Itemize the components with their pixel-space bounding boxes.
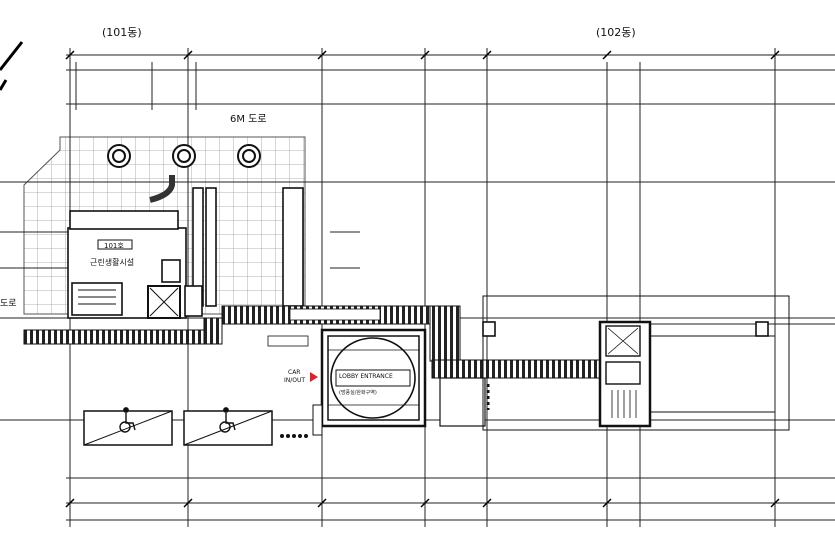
room-number-label: 101호 <box>104 242 124 250</box>
parking-stalls <box>83 410 273 446</box>
ramp-box-label: LOBBY ENTRANCE <box>339 373 393 380</box>
building-102-label: (102동) <box>596 26 636 39</box>
wheelchair-icon <box>119 407 136 433</box>
ramp-structure <box>267 328 427 436</box>
boundary-wall <box>23 305 461 362</box>
car-label-line1: CAR <box>288 369 301 376</box>
bollard-dots <box>280 434 308 438</box>
north-arrow-icon <box>0 41 24 91</box>
dimension-ticks <box>65 50 780 508</box>
wheelchair-icon <box>219 407 236 433</box>
ramp-sub-label: (방풍실/완화구역) <box>339 390 377 396</box>
car-label-line2: IN/OUT <box>284 377 306 384</box>
connector-corridor <box>431 359 601 427</box>
car-inout-arrow-icon <box>310 372 318 382</box>
left-road-label: 도로 <box>0 299 17 309</box>
building-102-block <box>482 295 790 431</box>
building-101-label: (101동) <box>102 26 142 39</box>
top-road-label: 6M 도로 <box>230 114 267 125</box>
building-101-block <box>67 175 304 319</box>
room-name-label: 근린생활시설 <box>90 258 135 267</box>
tree-pit-icons <box>107 144 261 168</box>
